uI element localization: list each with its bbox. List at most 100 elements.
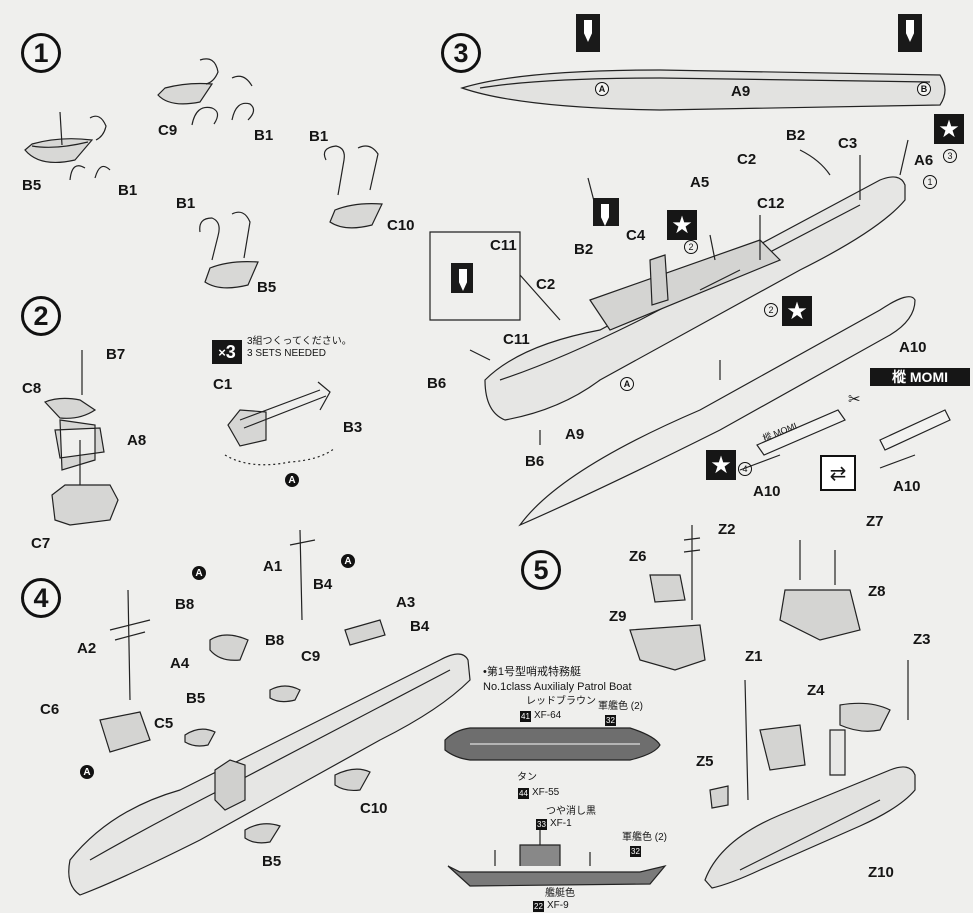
label-b5: B5 (186, 690, 206, 707)
label-z8: Z8 (868, 583, 886, 600)
paint-xf9: XF-9 (547, 900, 569, 911)
paint-title-en: No.1class Auxilialy Patrol Boat (483, 681, 632, 693)
mark-a: A (285, 473, 299, 487)
num-4: 4 (738, 462, 752, 476)
label-z3: Z3 (913, 631, 931, 648)
star-icon: ★ (706, 450, 736, 480)
num-1: 1 (923, 175, 937, 189)
momi-nameplate: 樅 MOMI (870, 368, 970, 386)
step-3-number: 3 (441, 33, 481, 73)
paint-matt-black: つや消し黒 (546, 806, 596, 817)
paint-num: 32 (630, 846, 641, 857)
label-a8: A8 (127, 432, 147, 449)
x3-count: 3 (225, 341, 236, 362)
label-b2: B2 (786, 127, 806, 144)
label-z9: Z9 (609, 608, 627, 625)
label-c2: C2 (737, 151, 757, 168)
label-z7: Z7 (866, 513, 884, 530)
num-2: 2 (764, 303, 778, 317)
paint-num: 32 (605, 715, 616, 726)
label-c5: C5 (154, 715, 174, 732)
label-b3: B3 (343, 419, 363, 436)
glue-icon (576, 14, 600, 52)
paint-xf55: XF-55 (532, 787, 560, 798)
label-b5: B5 (257, 279, 277, 296)
label-c11: C11 (490, 237, 517, 254)
mark-b: B (917, 82, 931, 96)
glue-icon (451, 263, 473, 293)
label-z10: Z10 (868, 864, 894, 881)
step2-art (43, 350, 336, 526)
label-z4: Z4 (807, 682, 825, 699)
paint-xf64: XF-64 (534, 710, 562, 721)
note-jp: 3組つくってください。 (247, 336, 352, 347)
label-c11: C11 (503, 331, 530, 348)
paint-guide-art (444, 727, 667, 887)
label-b5: B5 (262, 853, 282, 870)
mark-a: A (341, 554, 355, 568)
step3-art (429, 69, 951, 527)
step4-art (68, 529, 471, 896)
label-a9: A9 (731, 83, 751, 100)
label-c9: C9 (158, 122, 178, 139)
mark-a: A (192, 566, 206, 580)
paint-num: 44 (518, 788, 529, 799)
scissors-icon[interactable]: ✂ (848, 391, 861, 408)
label-a1: A1 (263, 558, 283, 575)
label-z5: Z5 (696, 753, 714, 770)
label-b8: B8 (265, 632, 285, 649)
mark-a: A (620, 377, 634, 391)
label-b6: B6 (427, 375, 447, 392)
label-b6: B6 (525, 453, 545, 470)
decal-apply-icon: ⇄ (820, 455, 856, 491)
label-b1: B1 (309, 128, 329, 145)
label-b1: B1 (118, 182, 138, 199)
label-c4: C4 (626, 227, 646, 244)
label-z1: Z1 (745, 648, 763, 665)
label-b5: B5 (22, 177, 42, 194)
step-2-number: 2 (21, 296, 61, 336)
star-icon: ★ (782, 296, 812, 326)
label-b4: B4 (313, 576, 333, 593)
step5-art (629, 525, 916, 889)
paint-red-brown: レッドブラウン (526, 696, 596, 707)
step-5-number: 5 (521, 550, 561, 590)
label-a4: A4 (170, 655, 190, 672)
label-c10: C10 (387, 217, 415, 234)
glue-icon (898, 14, 922, 52)
label-z6: Z6 (629, 548, 647, 565)
paint-title-jp: •第1号型哨戒特務艇 (483, 666, 581, 678)
label-a10: A10 (753, 483, 781, 500)
paint-num: 41 (520, 711, 531, 722)
label-c10: C10 (360, 800, 388, 817)
step-4-number: 4 (21, 578, 61, 618)
times-3-badge: ×3 (212, 340, 242, 364)
label-b4: B4 (410, 618, 430, 635)
label-b8: B8 (175, 596, 195, 613)
label-a6: A6 (914, 152, 934, 169)
label-c9: C9 (301, 648, 321, 665)
label-c3: C3 (838, 135, 858, 152)
label-a5: A5 (690, 174, 710, 191)
label-c6: C6 (40, 701, 60, 718)
label-a9: A9 (565, 426, 585, 443)
paint-gunkan: 軍艦色 (2) (598, 701, 643, 712)
label-c12: C12 (757, 195, 785, 212)
mark-a: A (595, 82, 609, 96)
label-b1: B1 (176, 195, 196, 212)
paint-gunkan: 軍艦色 (2) (622, 832, 667, 843)
num-3: 3 (943, 149, 957, 163)
label-b7: B7 (106, 346, 126, 363)
mark-a: A (80, 765, 94, 779)
label-b2: B2 (574, 241, 594, 258)
label-a10: A10 (893, 478, 921, 495)
label-a10: A10 (899, 339, 927, 356)
paint-num: 33 (536, 819, 547, 830)
label-b1: B1 (254, 127, 274, 144)
label-c7: C7 (31, 535, 51, 552)
label-a3: A3 (396, 594, 416, 611)
note-en: 3 SETS NEEDED (247, 348, 326, 359)
label-c8: C8 (22, 380, 42, 397)
